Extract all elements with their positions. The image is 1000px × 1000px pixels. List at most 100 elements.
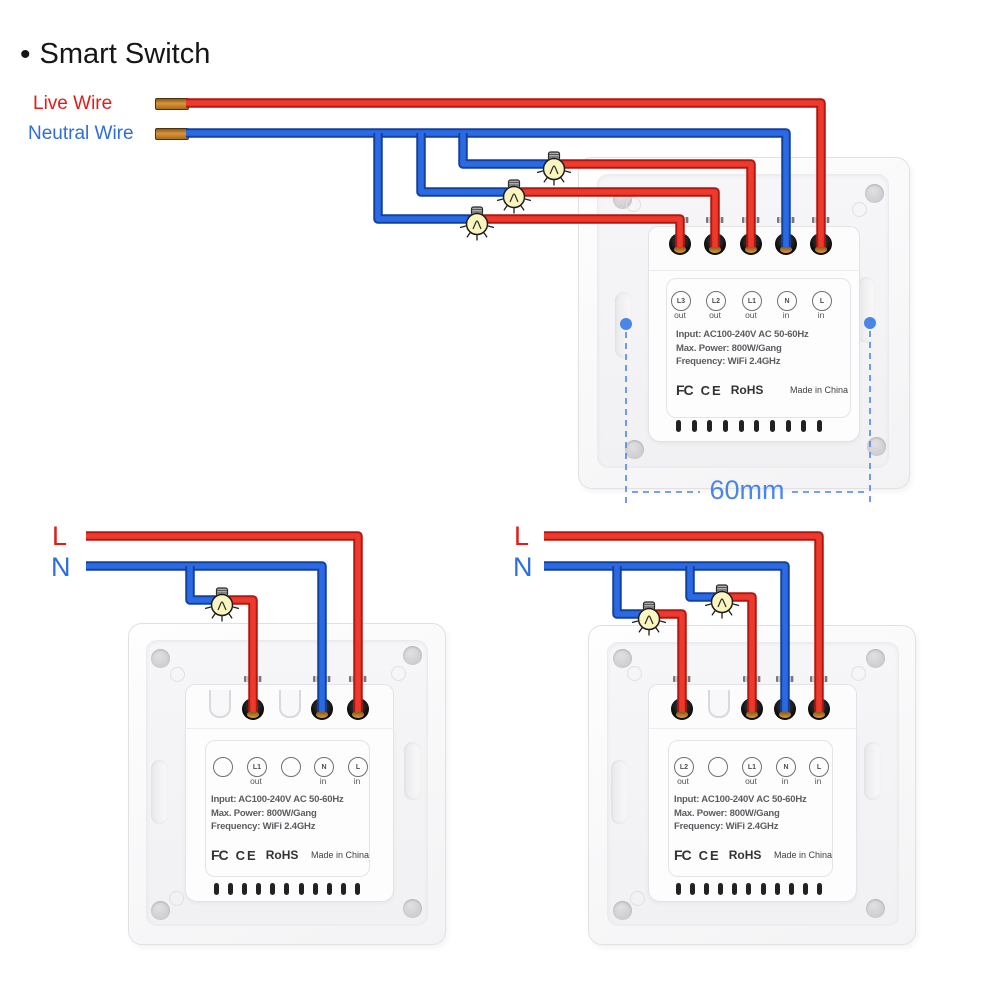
terminal-sub: in [817, 310, 825, 320]
screw-hole [866, 899, 885, 918]
label-panel [205, 740, 370, 877]
spec-power: Max. Power: 800W/Gang [211, 807, 317, 819]
socket-copper [813, 711, 825, 718]
dimension-label: 60mm [709, 475, 785, 505]
light-bulb-icon [496, 179, 532, 214]
terminal-sub: out [709, 310, 721, 320]
label-panel [666, 278, 851, 418]
terminal-label-blank [213, 757, 233, 777]
wire-clamp [743, 676, 761, 682]
screw-hole [625, 440, 644, 459]
rohs-logo: RoHS [728, 848, 762, 862]
wire-clamp [349, 676, 367, 682]
mount-groove [611, 760, 628, 824]
neutral-wire-label: Neutral Wire [28, 123, 134, 144]
terminal-label-blank [708, 757, 728, 777]
empty-terminal-slot [708, 690, 730, 718]
live-l-label: L [52, 521, 68, 551]
terminal-sub: out [745, 776, 757, 786]
cert-logos: FC CE RoHS Made in China [211, 847, 369, 863]
wire-clamp [776, 676, 794, 682]
socket-copper [709, 246, 721, 253]
wire-clamp [671, 217, 689, 223]
screw-hole [151, 901, 170, 920]
mount-groove [864, 742, 881, 800]
wire-clamp [706, 217, 724, 223]
ce-logo: CE [700, 382, 723, 398]
mount-groove [615, 292, 632, 358]
empty-terminal-slot [209, 690, 231, 718]
light-bulb-icon [704, 584, 740, 619]
terminal-label-L2: L2 [706, 291, 726, 311]
spec-input: Input: AC100-240V AC 50-60Hz [674, 794, 807, 805]
spiral-detail [852, 202, 867, 217]
wire-br-neutral-branch-2 [685, 566, 722, 602]
live-l-label: L [514, 521, 530, 551]
terminal-label-L: L [348, 757, 368, 777]
spec-frequency: Frequency: WiFi 2.4GHz [211, 821, 316, 832]
socket-copper [745, 246, 757, 253]
wire-top-neutral-branch-3 [373, 133, 477, 224]
screw-hole [865, 184, 884, 203]
terminal-sub: in [781, 776, 789, 786]
rohs-logo: RoHS [730, 383, 764, 397]
wire-clamp [810, 676, 828, 682]
wire-top-neutral-branch-3 [375, 133, 477, 222]
screw-hole [613, 901, 632, 920]
screw-hole [403, 646, 422, 665]
vent-slots [676, 883, 822, 895]
cert-logos: FC CE RoHS Made in China [676, 382, 848, 398]
screw-detail [170, 667, 185, 682]
wire-clamp [313, 676, 331, 682]
wire-br-neutral-branch-1 [614, 566, 649, 617]
terminal-label-L3: L3 [671, 291, 691, 311]
spec-frequency: Frequency: WiFi 2.4GHz [676, 356, 781, 367]
spiral-detail [630, 891, 645, 906]
fcc-logo: FC [676, 382, 694, 398]
screw-hole [867, 437, 886, 456]
terminal-sub: out [745, 310, 757, 320]
wire-clamp [673, 676, 691, 682]
terminal-label-L: L [809, 757, 829, 777]
socket-copper [676, 711, 688, 718]
label-panel [668, 740, 833, 877]
terminal-label-L1: L1 [742, 757, 762, 777]
empty-terminal-slot [279, 690, 301, 718]
screw-hole [613, 649, 632, 668]
vent-slots [676, 420, 822, 432]
wire-br-neutral-branch-1 [612, 566, 649, 619]
terminal-sub: out [250, 776, 262, 786]
screw-hole [403, 899, 422, 918]
terminal-label-N: N [314, 757, 334, 777]
wire-clamp [244, 676, 262, 682]
rohs-logo: RoHS [265, 848, 299, 862]
neutral-n-label: N [513, 552, 533, 582]
terminal-sub: in [353, 776, 361, 786]
ce-logo: CE [235, 847, 258, 863]
wire-bl-neutral-branch [187, 566, 222, 603]
socket-copper [316, 711, 328, 718]
ce-logo: CE [698, 847, 721, 863]
wire-clamp [742, 217, 760, 223]
spec-input: Input: AC100-240V AC 50-60Hz [676, 329, 809, 340]
mount-groove [151, 760, 168, 824]
wire-top-neutral-branch-1 [458, 133, 554, 169]
wire-top-neutral-branch-1 [460, 133, 554, 167]
spec-power: Max. Power: 800W/Gang [674, 807, 780, 819]
spec-frequency: Frequency: WiFi 2.4GHz [674, 821, 779, 832]
fcc-logo: FC [211, 847, 229, 863]
wire-br-neutral-branch-2 [687, 566, 722, 600]
socket-copper [815, 246, 827, 253]
copper-wire-end [155, 98, 189, 110]
spiral-detail [391, 666, 406, 681]
wire-top-neutral-branch-2 [416, 133, 514, 197]
wire-top-neutral-branch-2 [418, 133, 514, 195]
page-title-text: Smart Switch [39, 38, 211, 70]
light-bulb-icon [204, 587, 240, 622]
cert-logos: FC CE RoHS Made in China [674, 847, 832, 863]
socket-copper [352, 711, 364, 718]
terminal-sub: in [782, 310, 790, 320]
copper-wire-end [155, 128, 189, 140]
light-bulb-icon [536, 151, 572, 186]
